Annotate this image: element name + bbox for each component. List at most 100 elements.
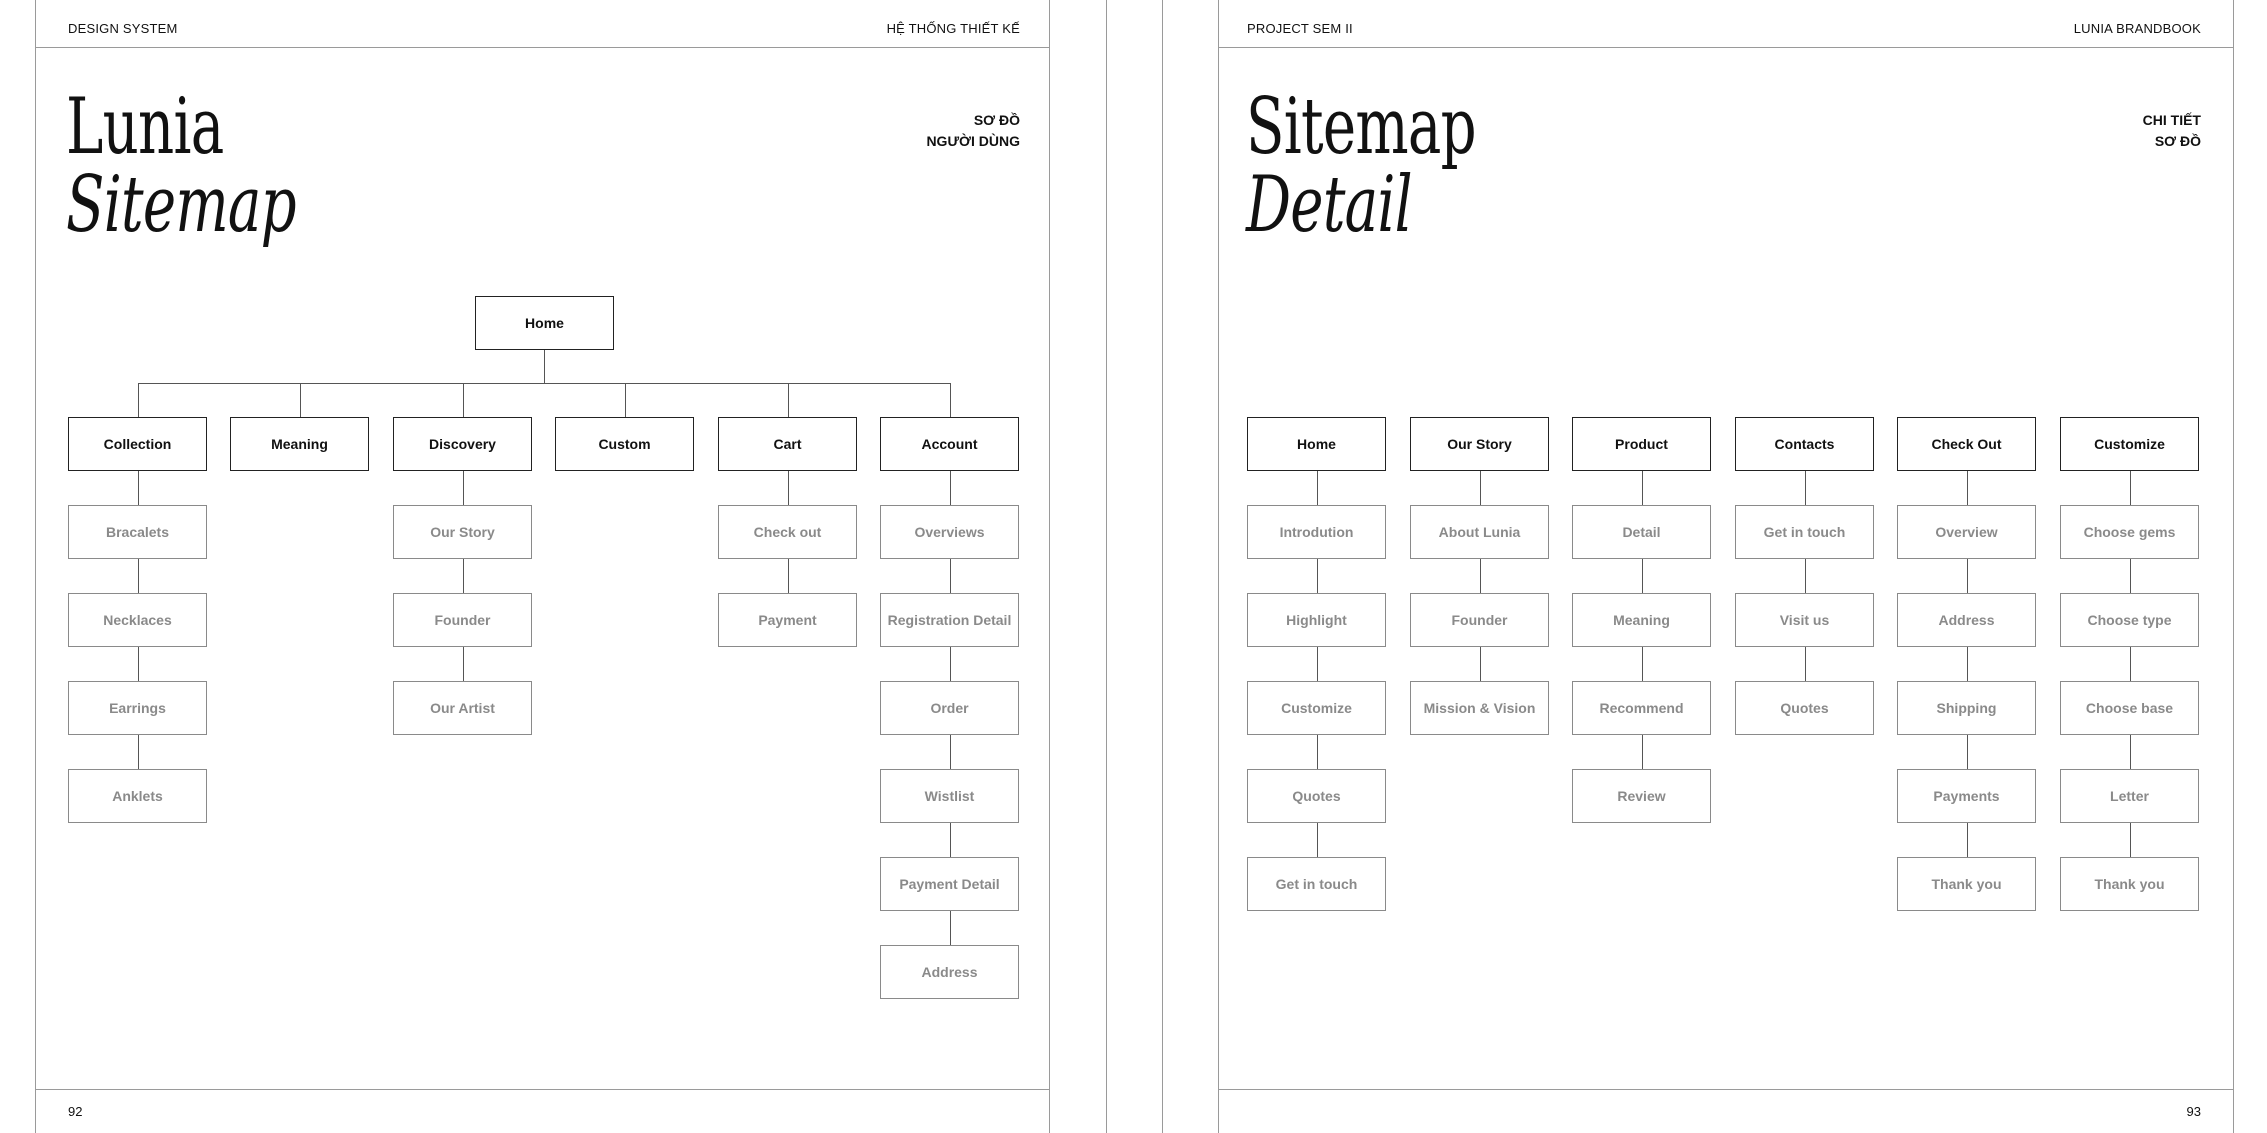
right-connector [1642,647,1643,681]
right-node-introdution: Introdution [1247,505,1386,559]
right-connector [2130,471,2131,505]
right-subtitle: CHI TIẾT SƠ ĐỒ [2143,110,2201,152]
right-connector [1805,471,1806,505]
right-connector [1642,735,1643,769]
right-subtitle-line1: CHI TIẾT [2142,112,2201,128]
left-header-right-label: HỆ THỐNG THIẾT KẾ [886,21,1020,36]
left-connector [463,647,464,681]
right-connector [1967,647,1968,681]
left-connector [138,559,139,593]
left-branch-connector [138,383,139,417]
left-title-line1: Lunia [66,82,224,172]
left-node-anklets: Anklets [68,769,207,823]
right-connector [2130,559,2131,593]
page-border-left [35,0,36,1133]
spine-line-1 [1049,0,1050,1133]
left-node-payment-detail: Payment Detail [880,857,1019,911]
right-subtitle-line2: SƠ ĐỒ [2154,133,2201,149]
right-node-thank-you: Thank you [2060,857,2199,911]
right-connector [1317,823,1318,857]
left-node-necklaces: Necklaces [68,593,207,647]
right-node-mission-vision: Mission & Vision [1410,681,1549,735]
right-connector [1480,559,1481,593]
left-node-overviews: Overviews [880,505,1019,559]
right-connector [1967,559,1968,593]
left-connector [950,735,951,769]
right-header-right-label: LUNIA BRANDBOOK [2073,21,2201,36]
right-node-customize: Customize [2060,417,2199,471]
right-node-about-lunia: About Lunia [1410,505,1549,559]
left-node-discovery: Discovery [393,417,532,471]
right-connector [1967,823,1968,857]
left-node-address: Address [880,945,1019,999]
left-branch-connector [625,383,626,417]
right-node-founder: Founder [1410,593,1549,647]
right-connector [2130,823,2131,857]
right-node-thank-you: Thank you [1897,857,2036,911]
right-node-letter: Letter [2060,769,2199,823]
right-node-home: Home [1247,417,1386,471]
left-node-registration-detail: Registration Detail [880,593,1019,647]
right-connector [1480,471,1481,505]
left-node-our-artist: Our Artist [393,681,532,735]
right-node-choose-base: Choose base [2060,681,2199,735]
right-connector [1317,471,1318,505]
left-branch-connector [463,383,464,417]
header-rule-left [35,47,1050,48]
right-header-label: PROJECT SEM II [1247,21,1353,36]
left-connector [950,911,951,945]
left-node-collection: Collection [68,417,207,471]
left-branch-connector [300,383,301,417]
left-subtitle-line1: SƠ ĐỒ [973,112,1020,128]
right-node-address: Address [1897,593,2036,647]
left-connector [788,471,789,505]
left-node-earrings: Earrings [68,681,207,735]
left-title-line2: Sitemap [66,160,297,250]
footer-rule-right [1218,1089,2234,1090]
left-node-custom: Custom [555,417,694,471]
right-connector [1480,647,1481,681]
left-connector [950,823,951,857]
left-branch-connector [950,383,951,417]
right-node-shipping: Shipping [1897,681,2036,735]
right-connector [1317,559,1318,593]
right-connector [1317,647,1318,681]
left-node-meaning: Meaning [230,417,369,471]
left-node-home-root: Home [475,296,614,350]
right-node-payments: Payments [1897,769,2036,823]
left-node-account: Account [880,417,1019,471]
right-connector [1642,471,1643,505]
left-connector [788,559,789,593]
right-node-product: Product [1572,417,1711,471]
left-node-check-out: Check out [718,505,857,559]
right-node-detail: Detail [1572,505,1711,559]
right-node-choose-gems: Choose gems [2060,505,2199,559]
left-connector [138,647,139,681]
right-connector [1967,735,1968,769]
footer-rule-left [35,1089,1050,1090]
left-node-bracalets: Bracalets [68,505,207,559]
left-node-order: Order [880,681,1019,735]
page-border-right [2233,0,2234,1133]
spine-line-3 [1162,0,1163,1133]
left-root-connector [544,350,545,384]
right-connector [1805,647,1806,681]
right-node-get-in-touch: Get in touch [1247,857,1386,911]
left-header-label: DESIGN SYSTEM [68,21,178,36]
right-node-contacts: Contacts [1735,417,1874,471]
right-node-overview: Overview [1897,505,2036,559]
left-connector [950,559,951,593]
left-subtitle: SƠ ĐỒ NGƯỜI DÙNG [926,110,1020,152]
header-rule-right [1218,47,2234,48]
right-connector [1642,559,1643,593]
right-connector [2130,647,2131,681]
left-connector [463,559,464,593]
right-connector [1317,735,1318,769]
left-node-payment: Payment [718,593,857,647]
right-title-line2: Detail [1246,160,1413,250]
left-node-cart: Cart [718,417,857,471]
left-node-founder: Founder [393,593,532,647]
right-title-line1: Sitemap [1246,82,1477,172]
right-node-visit-us: Visit us [1735,593,1874,647]
right-connector [1967,471,1968,505]
